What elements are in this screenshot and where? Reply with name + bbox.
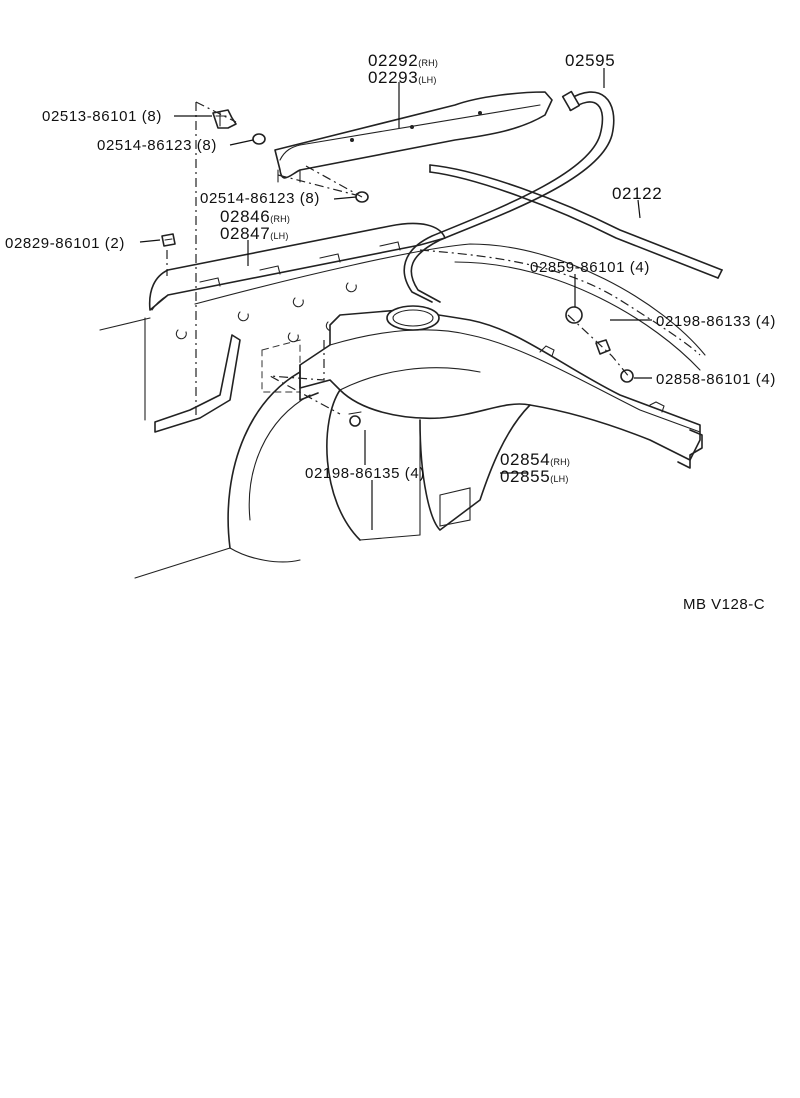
label-02293: 02293(LH) — [368, 68, 437, 87]
part-labels: 02292(RH) 02293(LH) 02595 02513-86101 (8… — [5, 51, 776, 613]
label-02847: 02847(LH) — [220, 224, 289, 243]
assembly-lines — [166, 101, 631, 420]
upper-rail — [274, 91, 553, 183]
leader-lines — [139, 68, 652, 530]
vehicle-body-outline — [99, 243, 706, 579]
label-02859-86101: 02859-86101 (4) — [530, 259, 650, 276]
label-02514-86123-a: 02514-86123 (8) — [97, 137, 217, 154]
diagram-code: MB V128-C — [683, 596, 765, 613]
label-02846: 02846(RH) — [220, 207, 290, 226]
label-02292: 02292(RH) — [368, 51, 438, 70]
trim-panel-upper — [148, 222, 446, 311]
label-02595: 02595 — [565, 51, 615, 70]
label-02858-86101: 02858-86101 (4) — [656, 371, 776, 388]
wheel-house-panel — [299, 305, 703, 541]
label-02122: 02122 — [612, 184, 662, 203]
label-02854: 02854(RH) — [500, 450, 570, 469]
label-02198-86133: 02198-86133 (4) — [656, 313, 776, 330]
label-02829-86101: 02829-86101 (2) — [5, 235, 125, 252]
label-02514-86123-b: 02514-86123 (8) — [200, 190, 320, 207]
molding-strip — [429, 164, 723, 279]
label-02855: 02855(LH) — [500, 467, 569, 486]
label-02198-86135: 02198-86135 (4) — [305, 465, 425, 482]
weatherstrip-hose — [403, 90, 615, 303]
label-02513-86101: 02513-86101 (8) — [42, 108, 162, 125]
